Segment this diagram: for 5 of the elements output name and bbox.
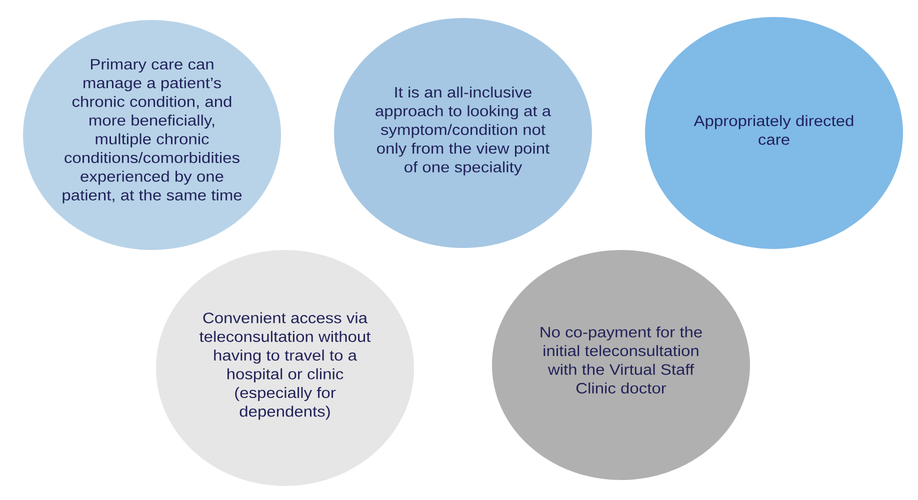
bubble: No co-payment for the initial teleconsultation with the Virtual Staff Clinic doctor: [492, 250, 750, 480]
bubble: It is an all-inclusive approach to looking at a symptom/condition not only from the view point of one speciality: [334, 18, 592, 248]
bubble: Convenient access via teleconsultation without having to travel to a hospital or clinic (especially for dependents): [156, 250, 414, 486]
bubble: Primary care can manage a patient’s chronic condition, and more beneficially, multiple chronic conditions/comorbidities experienced by one patient, at the same time: [23, 20, 281, 250]
bubble: Appropriately directed care: [645, 17, 903, 249]
